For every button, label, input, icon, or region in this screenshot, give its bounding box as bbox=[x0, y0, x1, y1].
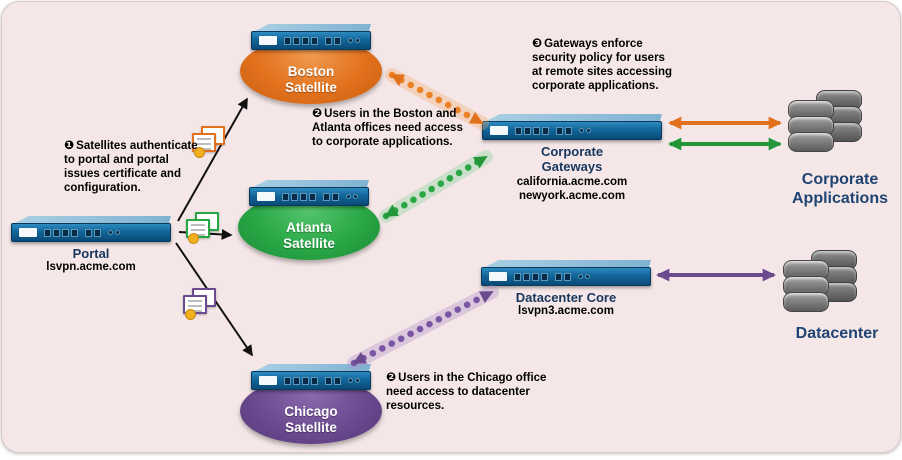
portal-node: Portal lsvpn.acme.com bbox=[8, 216, 174, 275]
server-stack-icon bbox=[788, 100, 834, 152]
step1-text: Satellites authenticate to portal and po… bbox=[64, 140, 198, 194]
tunnel-chicago-datacenter-core bbox=[347, 285, 499, 370]
corporate-applications-node: Corporate Applications bbox=[772, 90, 902, 260]
chicago-label-line1: Chicago bbox=[284, 404, 338, 419]
firewall-appliance-icon bbox=[251, 24, 371, 50]
certificate-icon-chicago bbox=[183, 288, 219, 320]
boston-label-line2: Satellite bbox=[285, 80, 337, 95]
step2b-number: ❷ bbox=[386, 370, 397, 384]
server-stack-icon bbox=[783, 260, 829, 312]
datacenter-core-node: Datacenter Core lsvpn3.acme.com bbox=[476, 260, 656, 319]
step2a-number: ❷ bbox=[312, 106, 323, 120]
step3-text: Gateways enforce security policy for use… bbox=[532, 38, 672, 92]
portal-title: Portal bbox=[72, 246, 110, 261]
certificate-seal-icon bbox=[188, 233, 199, 244]
chicago-label-line2: Satellite bbox=[285, 420, 337, 435]
datacenter-core-hostname: lsvpn3.acme.com bbox=[518, 305, 614, 317]
step1-number: ❶ bbox=[64, 138, 75, 152]
firewall-appliance-icon bbox=[251, 364, 371, 390]
gateways-hostname-2: newyork.acme.com bbox=[518, 189, 626, 202]
tunnel-atlanta-gateways bbox=[379, 150, 493, 223]
corporate-applications-label-line1: Corporate bbox=[801, 171, 879, 188]
firewall-appliance-icon bbox=[482, 114, 662, 140]
gateways-title-line2: Gateways bbox=[541, 159, 603, 174]
certificate-seal-icon bbox=[185, 309, 196, 320]
step3-number: ❸ bbox=[532, 36, 543, 50]
firewall-appliance-icon bbox=[249, 180, 369, 206]
corporate-gateways-node: Corporate Gateways california.acme.com n… bbox=[480, 114, 664, 203]
step2b-text: Users in the Chicago office need access … bbox=[386, 372, 547, 412]
atlanta-satellite-label: Atlanta Satellite bbox=[238, 220, 380, 252]
datacenter-node: Datacenter bbox=[767, 250, 902, 360]
gateways-title-line1: Corporate bbox=[540, 144, 604, 159]
atlanta-label-line1: Atlanta bbox=[286, 220, 332, 235]
datacenter-label: Datacenter bbox=[795, 325, 879, 342]
datacenter-core-title: Datacenter Core bbox=[515, 290, 617, 305]
corporate-applications-label: Corporate Applications bbox=[772, 170, 902, 208]
boston-label-line1: Boston bbox=[287, 64, 335, 79]
firewall-appliance-icon bbox=[11, 216, 171, 242]
atlanta-satellite-node: Atlanta Satellite bbox=[238, 180, 380, 280]
gateways-hostname-1: california.acme.com bbox=[516, 176, 628, 188]
certificate-icon-atlanta bbox=[186, 212, 222, 244]
firewall-appliance-icon bbox=[481, 260, 651, 286]
portal-hostname: lsvpn.acme.com bbox=[46, 261, 136, 273]
atlanta-label-line2: Satellite bbox=[283, 236, 335, 251]
boston-satellite-node: Boston Satellite bbox=[240, 24, 382, 124]
chicago-satellite-node: Chicago Satellite bbox=[240, 360, 382, 460]
corporate-applications-label-line2: Applications bbox=[791, 190, 888, 207]
step2a-text: Users in the Boston and Atlanta offices … bbox=[312, 108, 463, 148]
boston-satellite-label: Boston Satellite bbox=[240, 64, 382, 96]
chicago-satellite-label: Chicago Satellite bbox=[240, 404, 382, 436]
